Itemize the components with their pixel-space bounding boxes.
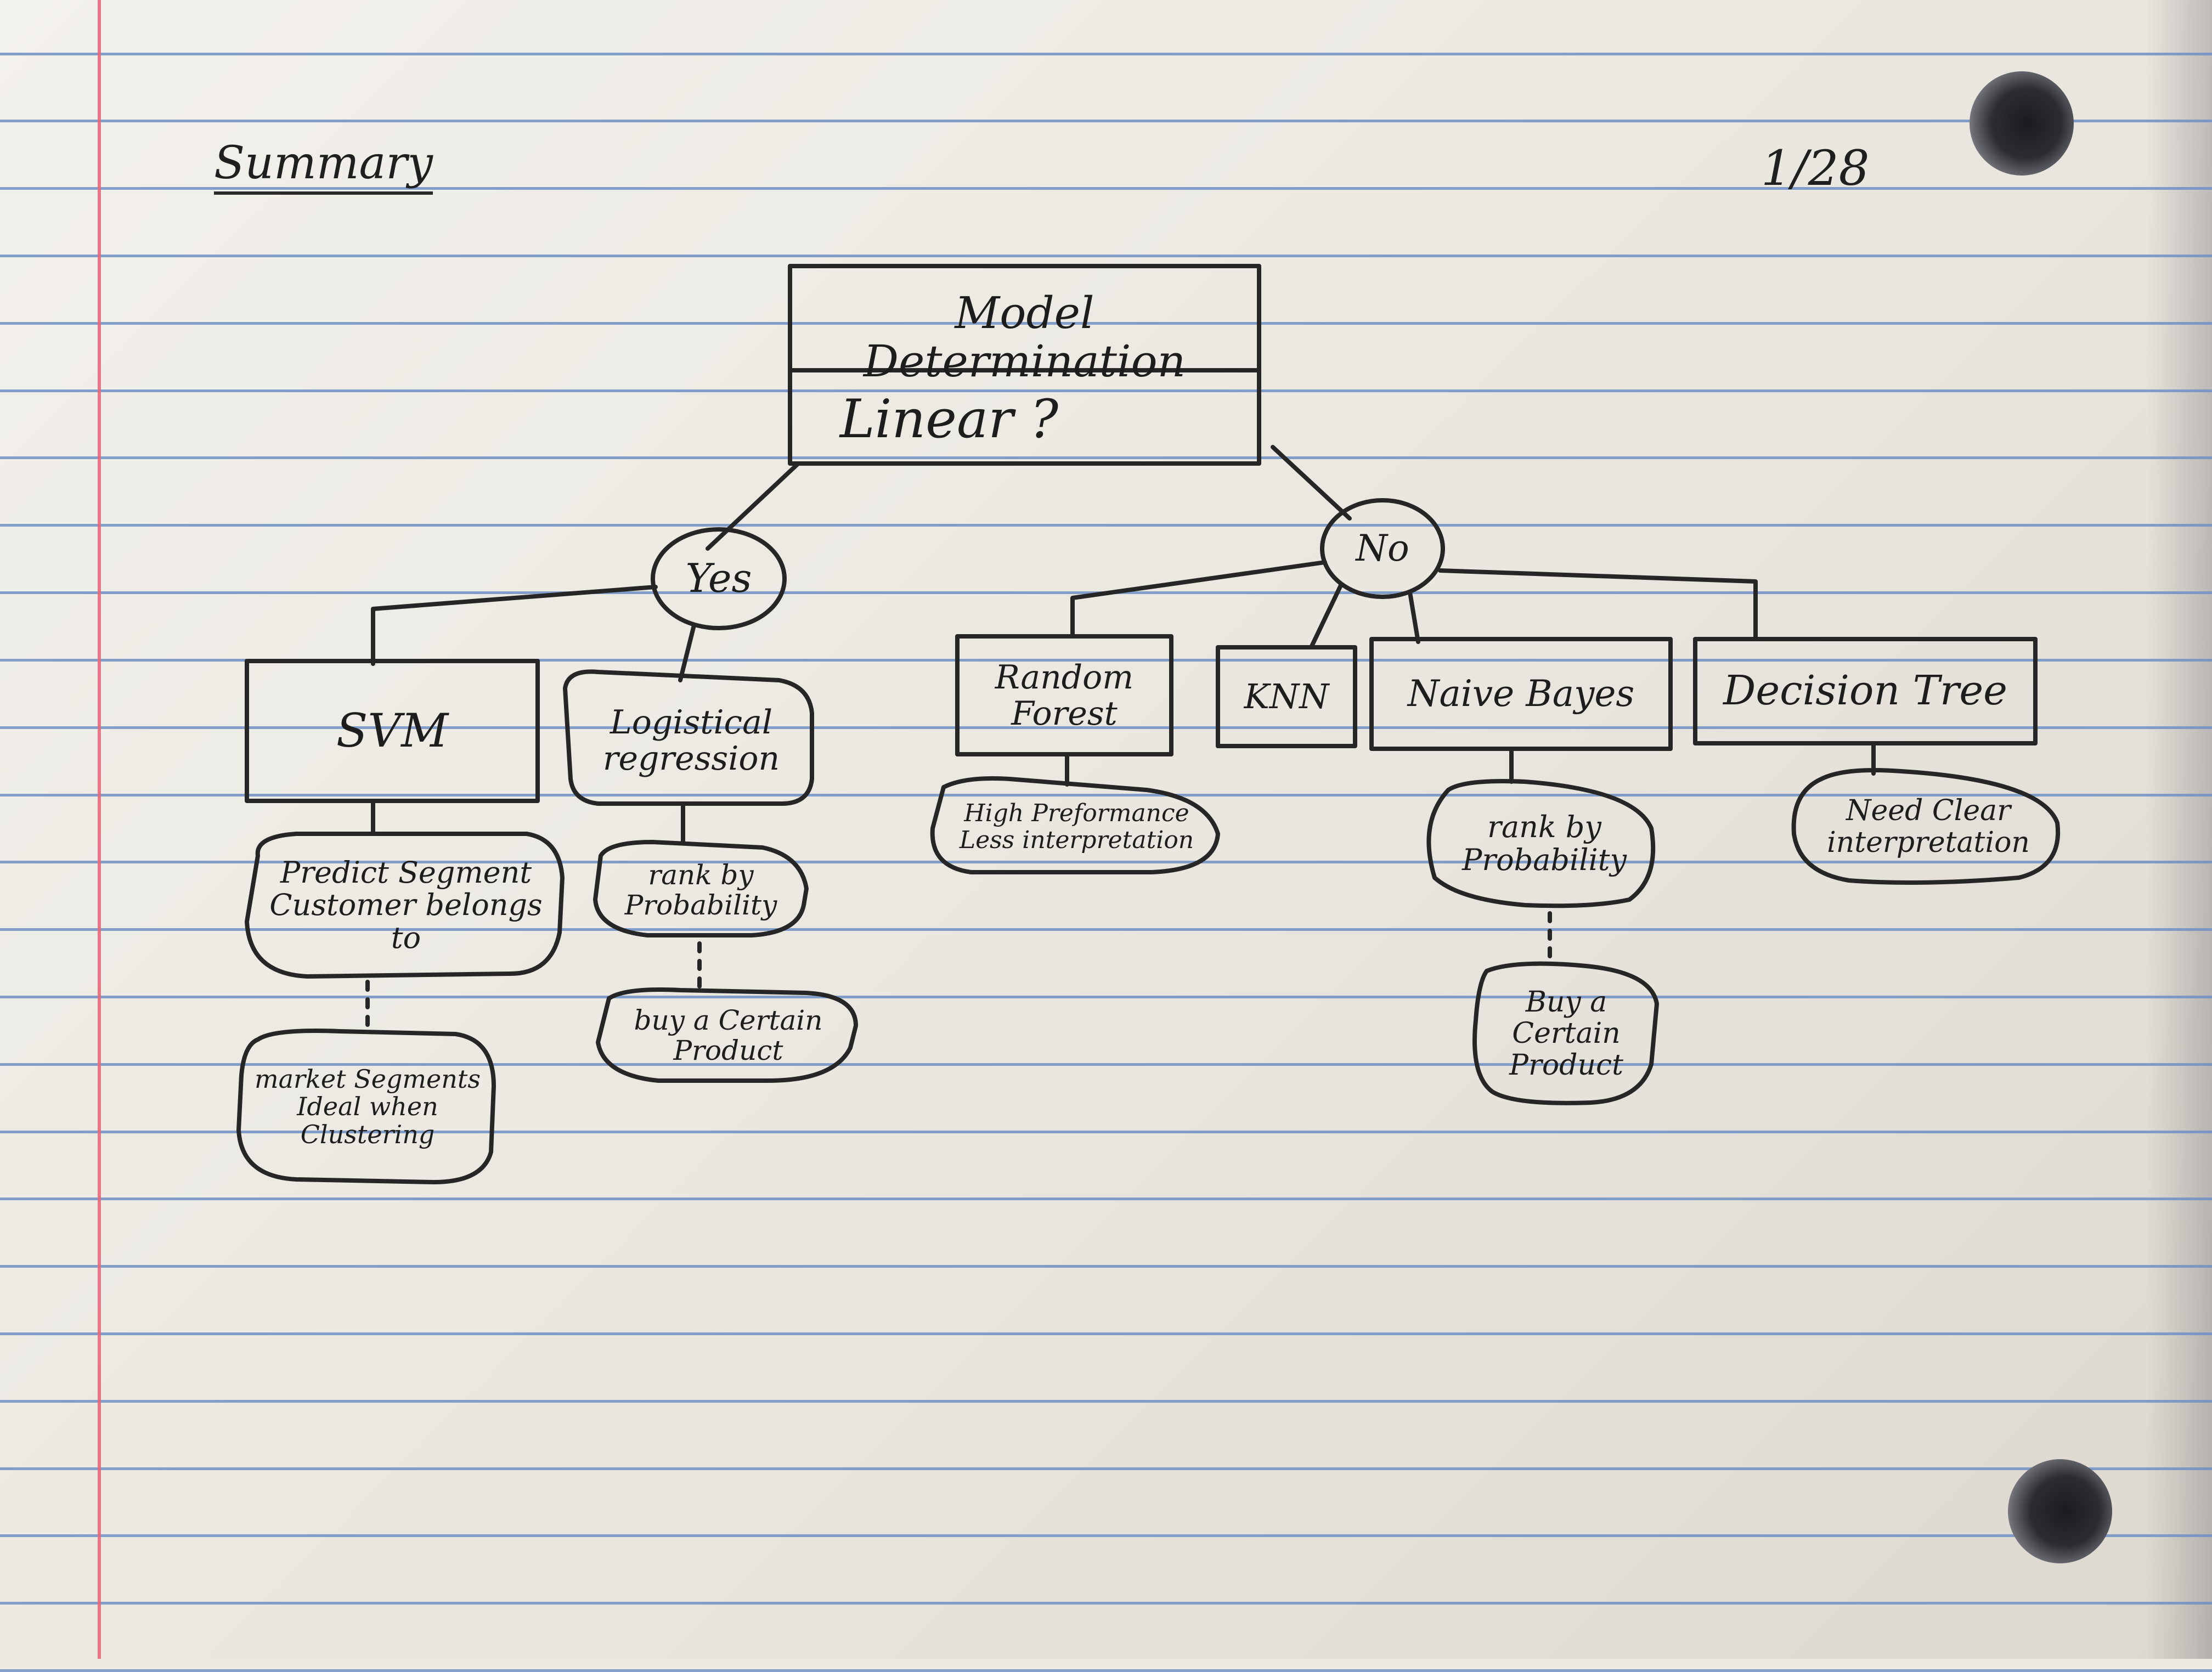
ruled-line — [0, 794, 2212, 797]
page-date: 1/28 — [1761, 140, 1870, 196]
logistic-box — [563, 669, 814, 806]
ruled-line — [0, 1400, 2212, 1403]
naive-bayes-label: Naive Bayes — [1407, 672, 1635, 715]
ruled-line — [0, 659, 2212, 662]
decision-tree-label: Decision Tree — [1723, 667, 2007, 715]
root-question: Linear ? — [839, 388, 1059, 450]
nb-followup-bubble — [1472, 961, 1659, 1105]
ruled-line — [0, 861, 2212, 863]
rf-note-text: High Preformance Less interpretation — [959, 799, 1194, 854]
ruled-line — [0, 1669, 2212, 1672]
logistic-label: Logistical regression — [602, 703, 780, 778]
page-heading: Summary — [214, 137, 433, 195]
yes-label: Yes — [685, 555, 752, 602]
knn-label: KNN — [1244, 676, 1329, 716]
edge-root-no — [1271, 445, 1352, 521]
ruled-line — [0, 120, 2212, 122]
edge-yes-logistic — [678, 623, 696, 682]
svm-use-bubble — [245, 832, 565, 979]
random-forest-label: Random Forest — [995, 658, 1134, 733]
ruled-line — [0, 255, 2212, 257]
binder-hole-bottom — [2008, 1459, 2112, 1563]
edge-no-knn — [1309, 582, 1344, 649]
ruled-line — [0, 187, 2212, 190]
ruled-line — [0, 1332, 2212, 1335]
no-label: No — [1356, 527, 1409, 569]
ruled-line — [0, 1602, 2212, 1605]
ruled-line — [0, 322, 2212, 325]
logistic-use-bubble — [593, 840, 809, 937]
nb-followup-text: Buy a Certain Product — [1509, 986, 1623, 1082]
ruled-line — [0, 1534, 2212, 1537]
ruled-line — [0, 1197, 2212, 1200]
rf-note-bubble — [930, 776, 1220, 874]
ruled-line — [0, 53, 2212, 55]
ruled-line — [0, 524, 2212, 527]
dt-note-text: Need Clear interpretation — [1827, 794, 2030, 859]
root-title: Model Determination — [863, 287, 1186, 387]
root-box — [788, 264, 1261, 466]
ruled-line — [0, 1131, 2212, 1133]
edge-no-rf — [1070, 560, 1327, 639]
binder-hole-top — [1970, 71, 2074, 176]
logistic-use-text: rank by Probability — [624, 858, 777, 921]
decision-tree-box — [1693, 637, 2038, 745]
nb-use-text: rank by Probability — [1462, 810, 1627, 877]
logistic-followup-text: buy a Certain Product — [634, 1004, 823, 1066]
random-forest-box — [955, 634, 1173, 756]
ruled-line — [0, 996, 2212, 998]
knn-box — [1216, 645, 1357, 748]
ruled-line — [0, 1467, 2212, 1470]
ruled-line — [0, 1265, 2212, 1268]
naive-bayes-box — [1369, 637, 1673, 751]
edge-yes-svm — [371, 585, 658, 666]
dt-note-bubble — [1791, 768, 2061, 885]
ruled-line — [0, 456, 2212, 459]
svm-use-text: Predict Segment Customer belongs to — [269, 855, 543, 955]
edge-root-yes — [706, 461, 800, 551]
ruled-line — [0, 726, 2212, 729]
nb-use-bubble — [1426, 779, 1656, 908]
svm-box — [245, 659, 540, 803]
ruled-line — [0, 928, 2212, 931]
margin-line — [98, 0, 101, 1659]
logistic-followup-bubble — [596, 987, 858, 1083]
edge-no-nb — [1408, 590, 1420, 644]
edge-no-dt — [1438, 568, 1758, 641]
svm-followup-bubble — [236, 1029, 496, 1184]
svm-label: SVM — [336, 704, 449, 758]
ruled-line — [0, 1063, 2212, 1066]
yes-circle — [651, 527, 787, 630]
page-edge-shadow — [2146, 0, 2212, 1659]
ruled-line — [0, 389, 2212, 392]
svm-followup-text: market Segments Ideal when Clustering — [255, 1064, 481, 1149]
no-circle — [1320, 498, 1445, 599]
